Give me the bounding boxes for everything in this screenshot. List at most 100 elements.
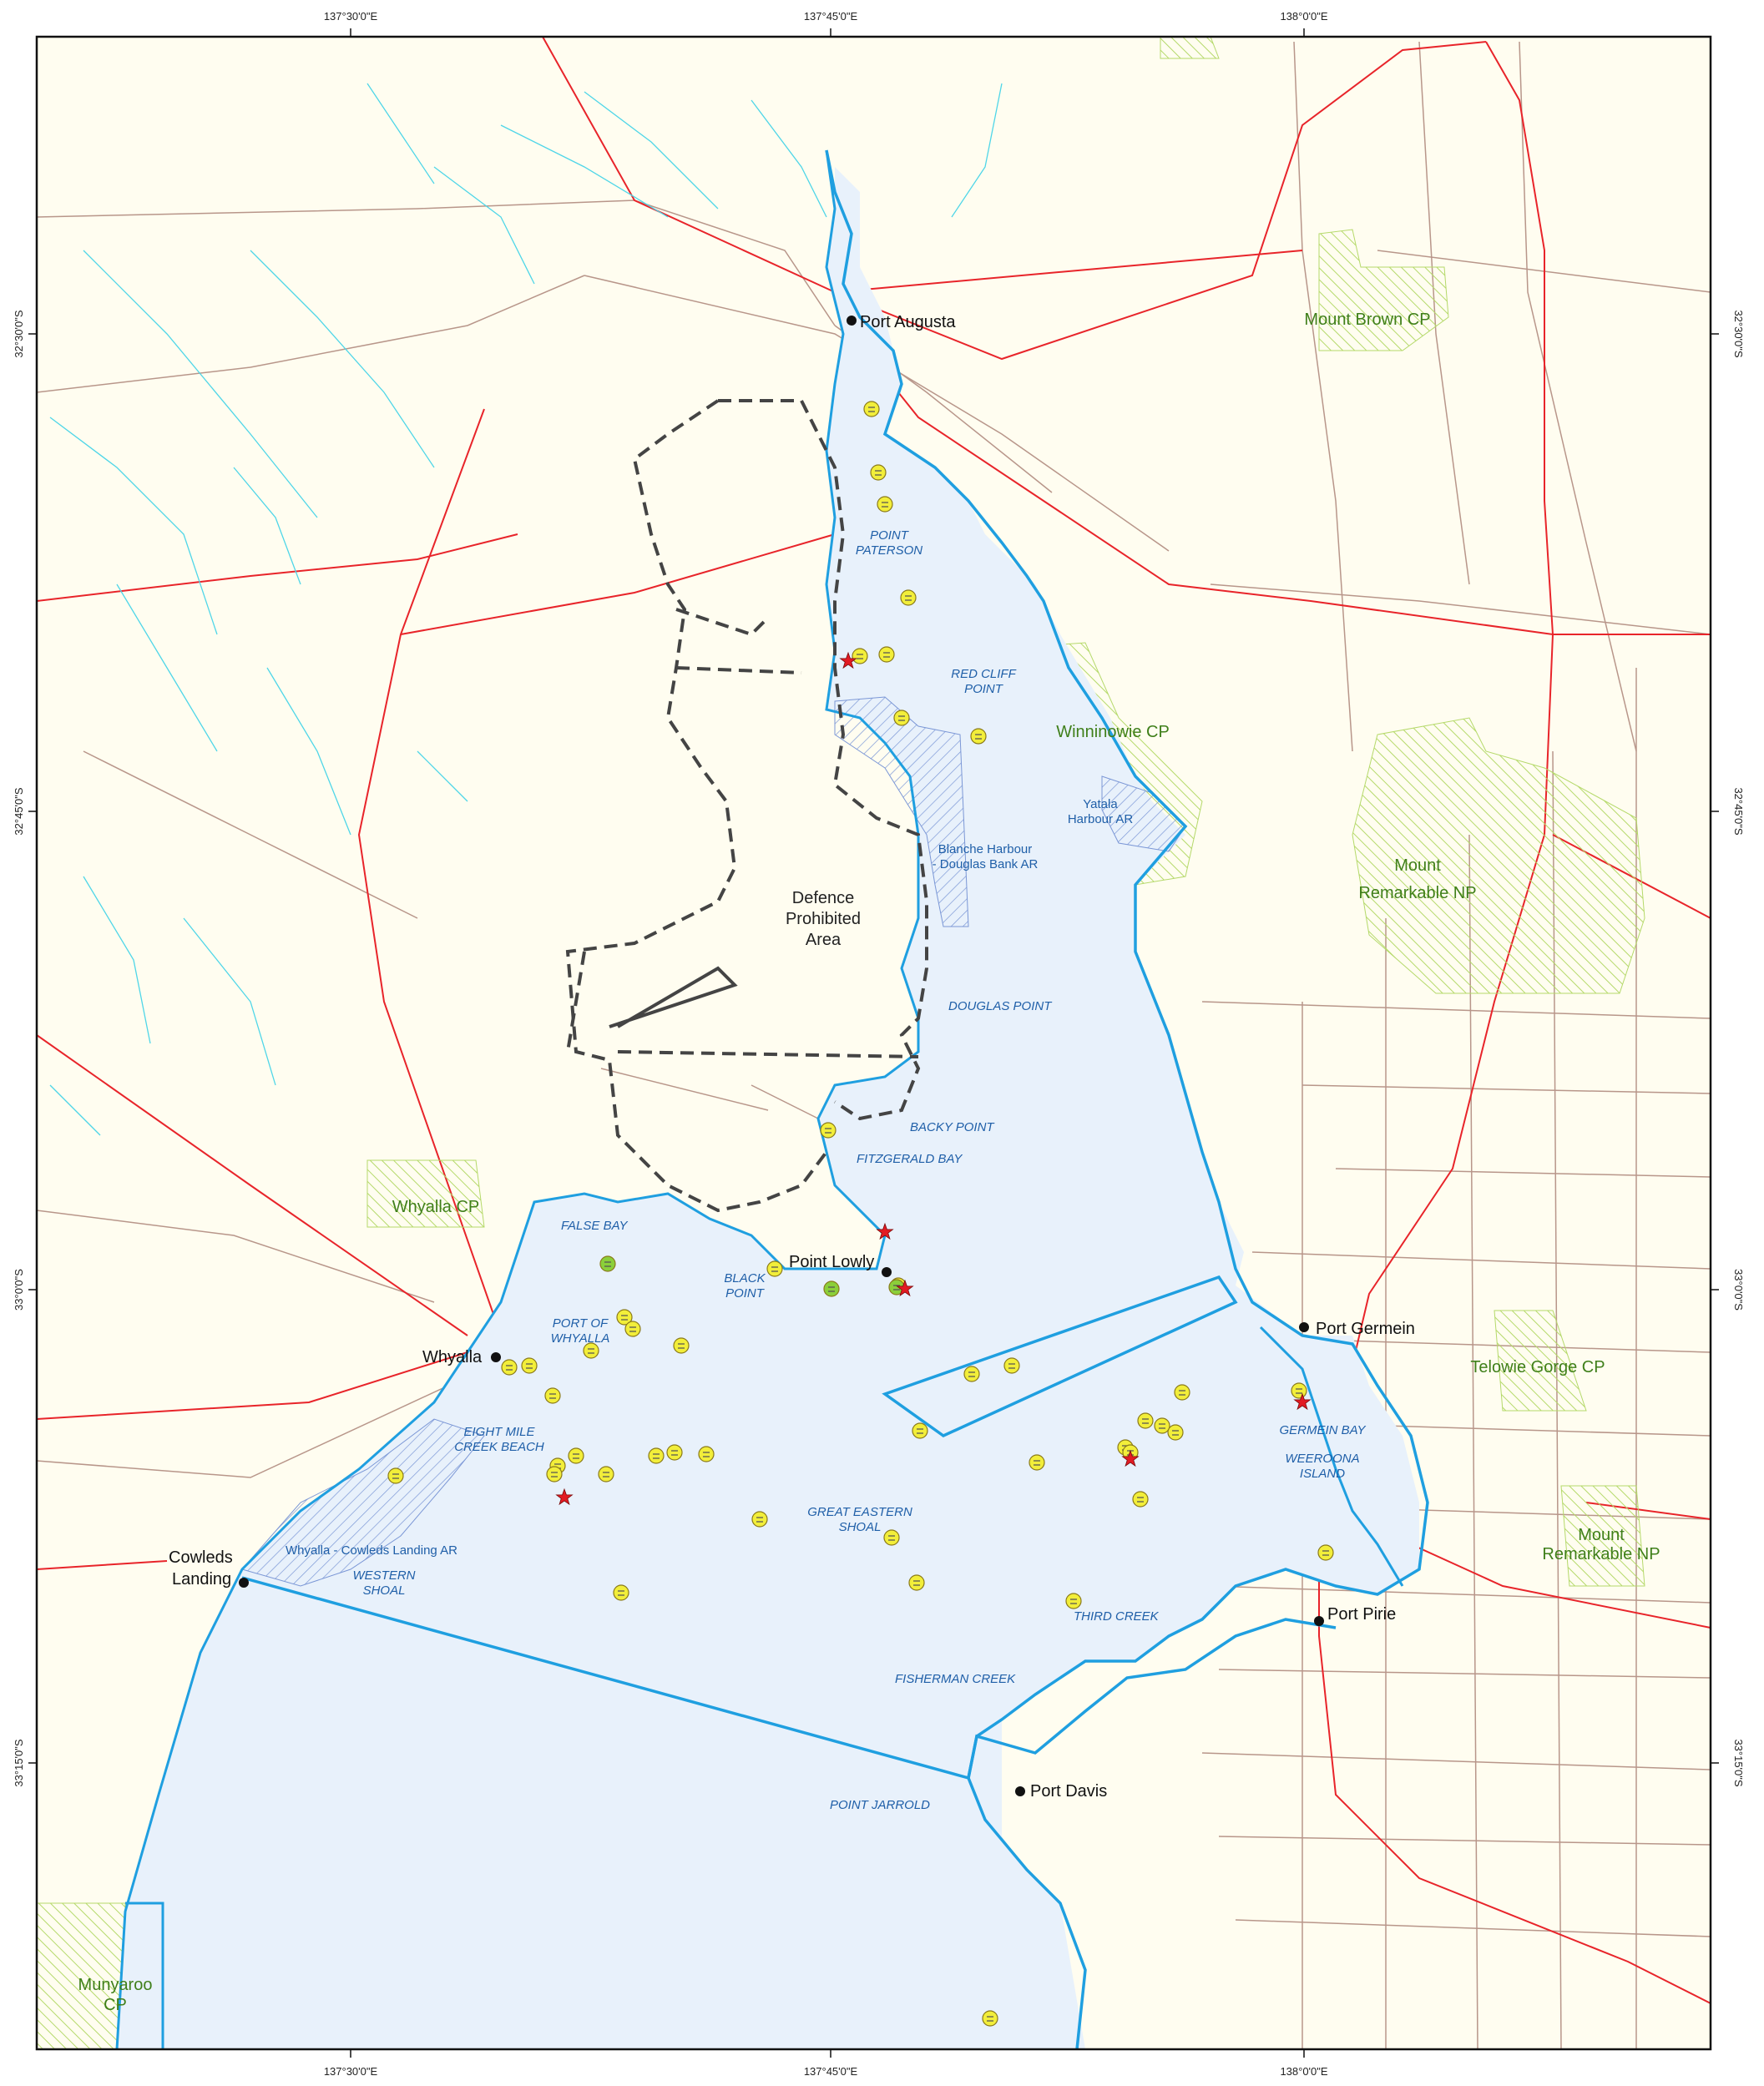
graticule-ticks xyxy=(28,28,1719,2058)
label-eight-mile-2: CREEK BEACH xyxy=(454,1440,544,1454)
sighting-marker xyxy=(1029,1454,1045,1471)
label-douglas-point: DOUGLAS POINT xyxy=(948,999,1053,1013)
coastline xyxy=(825,149,1429,2049)
label-whyalla-cp: Whyalla CP xyxy=(392,1198,479,1216)
label-blanche-1: Blanche Harbour xyxy=(938,842,1033,856)
graticule-bottom-2: 137°45'0"E xyxy=(804,2065,858,2078)
town-port-pirie[interactable]: Port Pirie xyxy=(1327,1605,1396,1624)
munyaroo-cp-area xyxy=(37,1902,126,2049)
sighting-marker xyxy=(568,1447,584,1464)
sighting-marker xyxy=(544,1387,561,1404)
label-great-eastern-1: GREAT EASTERN xyxy=(807,1505,912,1519)
sighting-marker-glyph xyxy=(621,1315,628,1321)
sighting-marker-glyph xyxy=(825,1128,831,1134)
sighting-marker-glyph xyxy=(678,1343,685,1349)
sighting-marker xyxy=(616,1309,633,1326)
sighting-marker xyxy=(893,710,910,726)
graticule-left-1: 32°30'0"S xyxy=(13,310,25,357)
sighting-marker-glyph xyxy=(653,1453,660,1459)
town-port-davis[interactable]: Port Davis xyxy=(1030,1782,1107,1801)
spencer-gulf-water xyxy=(117,167,1419,2049)
label-munyaroo-1: Munyaroo xyxy=(78,1976,153,1994)
graticule-right-2: 32°45'0"S xyxy=(1732,787,1745,835)
sighting-marker xyxy=(666,1444,683,1461)
sighting-marker xyxy=(1317,1544,1334,1561)
sighting-marker xyxy=(648,1447,665,1464)
sighting-marker xyxy=(900,589,917,606)
sighting-marker xyxy=(852,648,868,664)
sighting-marker xyxy=(501,1359,518,1376)
star-marker xyxy=(876,1222,894,1240)
point-lowly-dot xyxy=(882,1267,892,1277)
label-winninowie-cp: Winninowie CP xyxy=(1056,723,1170,741)
cowleds-landing-dot xyxy=(239,1578,249,1588)
label-germein-bay: GERMEIN BAY xyxy=(1279,1423,1366,1437)
sighting-marker-glyph xyxy=(905,595,912,601)
label-defence-1: Defence xyxy=(792,889,855,907)
sighting-marker-glyph xyxy=(1322,1550,1329,1556)
sighting-marker xyxy=(1137,1412,1154,1429)
sighting-markers xyxy=(387,401,1334,2027)
sighting-marker xyxy=(1132,1491,1149,1508)
sighting-marker-glyph xyxy=(573,1453,579,1459)
sighting-marker xyxy=(673,1337,690,1354)
aquatic-reserves xyxy=(241,696,1186,1587)
label-whyalla-cowleds-ar: Whyalla - Cowleds Landing AR xyxy=(286,1543,457,1558)
graticule-top-3: 138°0'0"E xyxy=(1280,10,1327,23)
town-cowleds-line1[interactable]: Cowleds xyxy=(169,1548,233,1567)
sighting-marker-glyph xyxy=(756,1517,763,1523)
port-pirie-dot xyxy=(1314,1616,1324,1626)
label-red-cliff-1: RED CLIFF xyxy=(951,667,1016,681)
town-whyalla[interactable]: Whyalla xyxy=(422,1348,483,1366)
whyalla-dot xyxy=(491,1352,501,1362)
sighting-marker-glyph xyxy=(913,1580,920,1586)
star-marker xyxy=(555,1487,574,1506)
sighting-marker xyxy=(1291,1382,1307,1399)
label-point-paterson-1: POINT xyxy=(870,528,910,543)
sighting-marker-glyph xyxy=(392,1473,399,1479)
label-blanche-2: - Douglas Bank AR xyxy=(933,857,1039,871)
label-munyaroo-2: CP xyxy=(104,1996,127,2014)
graticule-left-3: 33°0'0"S xyxy=(13,1269,25,1311)
label-point-jarrold: POINT JARROLD xyxy=(830,1798,930,1812)
sighting-marker-glyph xyxy=(618,1590,624,1596)
sighting-marker xyxy=(912,1422,928,1439)
town-cowleds-line2[interactable]: Landing xyxy=(172,1570,231,1588)
port-augusta-dot xyxy=(847,316,857,326)
munyaroo-boundary xyxy=(125,1902,164,2049)
sighting-marker xyxy=(751,1511,768,1528)
mount-brown-cp-area xyxy=(1318,229,1449,351)
star-marker xyxy=(896,1279,914,1297)
marine-park-boundary xyxy=(241,1576,1337,1780)
sighting-marker-glyph xyxy=(671,1450,678,1456)
label-western-shoal-1: WESTERN xyxy=(353,1568,416,1583)
label-eight-mile-1: EIGHT MILE xyxy=(463,1425,535,1439)
town-port-augusta[interactable]: Port Augusta xyxy=(860,313,956,331)
sighting-marker xyxy=(698,1446,715,1462)
sighting-marker-glyph xyxy=(828,1286,835,1292)
sighting-marker xyxy=(963,1366,980,1382)
sighting-marker-glyph xyxy=(968,1371,975,1377)
port-davis-dot xyxy=(1015,1786,1025,1796)
sighting-marker-glyph xyxy=(526,1363,533,1369)
label-red-cliff-2: POINT xyxy=(964,682,1004,696)
label-port-of-whyalla-1: PORT OF xyxy=(553,1316,609,1331)
label-great-eastern-2: SHOAL xyxy=(839,1520,882,1534)
sighting-marker xyxy=(820,1122,837,1139)
sighting-marker-glyph xyxy=(588,1348,594,1354)
sighting-marker xyxy=(1167,1424,1184,1441)
graticule-right-1: 32°30'0"S xyxy=(1732,310,1745,357)
sighting-marker-glyph xyxy=(857,654,863,659)
sighting-marker xyxy=(863,401,880,417)
defence-prohibited-area xyxy=(565,399,928,1213)
mount-remarkable-np-area xyxy=(1352,717,1645,994)
sighting-marker xyxy=(1174,1384,1190,1401)
town-dots xyxy=(239,316,1324,1796)
sighting-marker-glyph xyxy=(1008,1363,1015,1369)
sighting-marker xyxy=(521,1357,538,1374)
label-port-of-whyalla-2: WHYALLA xyxy=(551,1331,610,1346)
label-backy-point: BACKY POINT xyxy=(910,1120,995,1134)
town-point-lowly[interactable]: Point Lowly xyxy=(789,1253,874,1271)
town-port-germein[interactable]: Port Germein xyxy=(1316,1320,1415,1338)
